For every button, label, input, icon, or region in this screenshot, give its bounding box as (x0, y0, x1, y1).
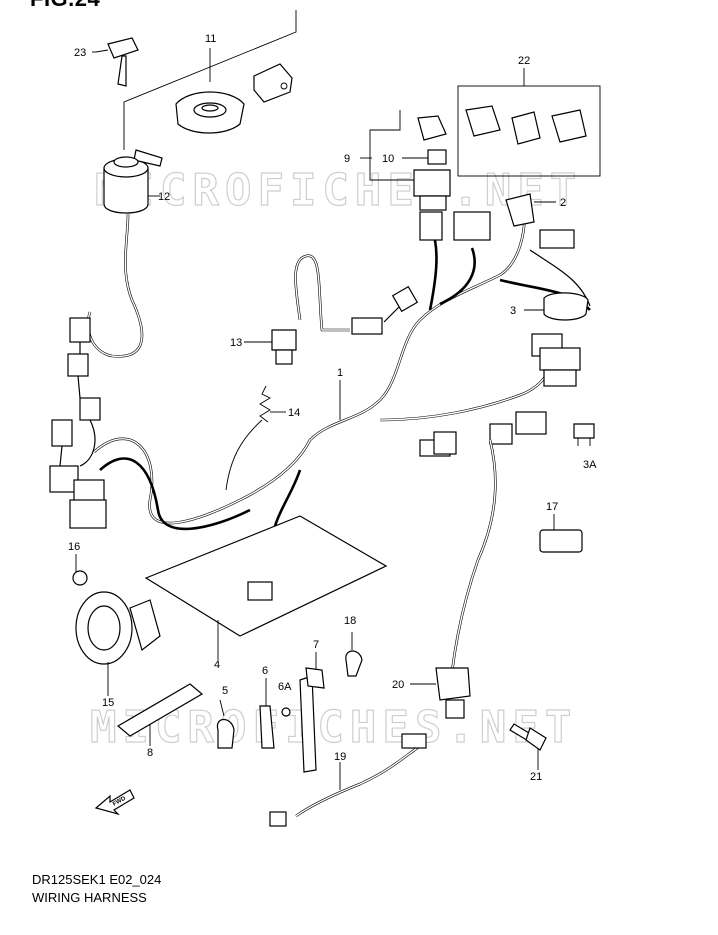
callout-20: 20 (392, 679, 404, 691)
callout-6: 6 (262, 665, 268, 677)
callout-3a: 3A (583, 459, 597, 471)
callout-7: 7 (313, 639, 319, 651)
screw-6a (281, 707, 291, 717)
fuse-3a (573, 423, 595, 446)
callout-4: 4 (214, 659, 220, 671)
callout-15: 15 (102, 697, 114, 709)
sheet-4 (144, 515, 388, 660)
callout-9: 9 (344, 153, 350, 165)
band-7 (299, 667, 325, 773)
horn-connector (247, 581, 273, 601)
callout-21: 21 (530, 771, 542, 783)
bracket-8 (116, 683, 204, 746)
callout-13: 13 (230, 337, 242, 349)
pad-17 (539, 529, 583, 553)
callout-10: 10 (382, 153, 394, 165)
callout-6a: 6A (278, 681, 292, 693)
callout-2: 2 (560, 197, 566, 209)
model-code: DR125SEK1 E02_024 (32, 872, 162, 887)
callout-17: 17 (546, 501, 558, 513)
figure-title: FIG.24 (30, 0, 100, 12)
leader-lines (75, 51, 555, 717)
sensor-20 (410, 439, 497, 719)
horn-15 (72, 570, 161, 696)
callout-11: 11 (205, 33, 216, 45)
main-harness-1 (93, 209, 591, 591)
callout-19: 19 (334, 751, 346, 763)
harness-connectors (351, 193, 581, 457)
callout-5: 5 (222, 685, 228, 697)
relay-9-10 (369, 110, 451, 211)
left-connector-cluster (49, 317, 107, 529)
callout-3: 3 (510, 305, 516, 317)
callout-1: 1 (337, 367, 343, 379)
key-part-23 (95, 37, 139, 87)
diagram-title: WIRING HARNESS (32, 890, 147, 905)
relay-kit-22 (457, 68, 601, 177)
fwd-arrow-icon: FWD (94, 789, 135, 816)
callout-8: 8 (147, 747, 153, 759)
callout-22: 22 (518, 55, 530, 67)
callout-23: 23 (74, 47, 86, 59)
watermark-top: MICROFICHES.NET (95, 165, 582, 216)
clamp-5 (216, 718, 235, 749)
callout-18: 18 (344, 615, 356, 627)
switch-13 (244, 329, 297, 365)
callout-16: 16 (68, 541, 80, 553)
spring-14 (225, 385, 286, 491)
bracket-11 (123, 10, 297, 150)
ignition-switch-12 (103, 149, 163, 214)
cable-19 (269, 733, 427, 827)
callout-14: 14 (288, 407, 300, 419)
bracket-6 (259, 705, 275, 749)
bolt-21 (509, 723, 547, 770)
fuse-holder-3 (524, 292, 589, 321)
lock-cover-part (175, 63, 293, 134)
clamp-18 (345, 650, 363, 677)
callout-12: 12 (158, 191, 170, 203)
